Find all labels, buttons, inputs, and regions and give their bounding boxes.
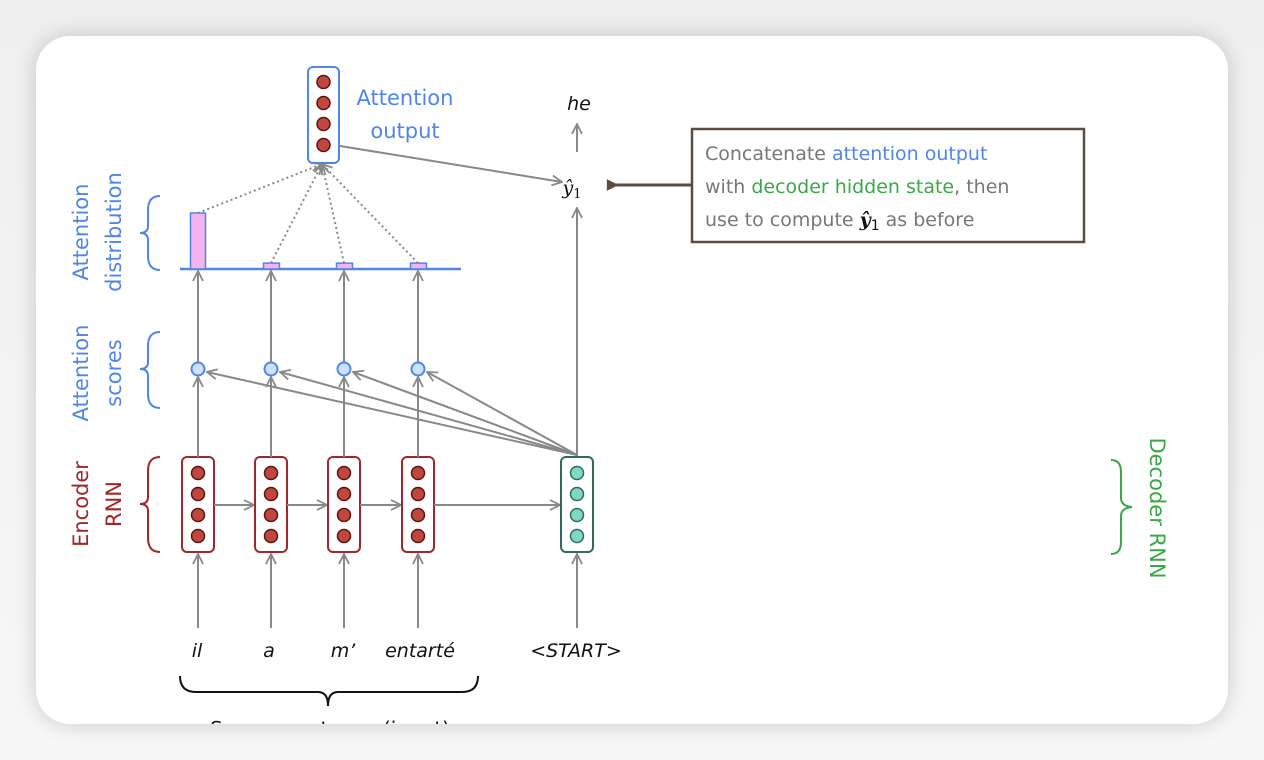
weighted-sum-dotted-line — [197, 164, 322, 214]
encoder-rnn-label-line2: RNN — [102, 481, 126, 527]
attention-distribution-label-line1: Attention — [69, 184, 93, 281]
weighted-sum-dotted-line — [322, 164, 345, 264]
attention-weight-bar — [409, 262, 428, 270]
y-hat-label: ŷ1 — [561, 177, 581, 202]
decoder-rnn-brace — [1110, 459, 1133, 555]
hidden-unit-dot — [190, 465, 206, 481]
attention-score-node — [410, 361, 426, 377]
hidden-unit-dot — [190, 486, 206, 502]
hidden-unit-dot — [263, 465, 279, 481]
attention-weight-bar — [262, 262, 281, 270]
hidden-unit-dot — [336, 507, 352, 523]
decoder-hidden-unit-dot — [569, 528, 585, 544]
decoder-to-score-arrow — [353, 372, 578, 456]
attention-distribution-brace — [139, 195, 161, 271]
source-word-a: a — [263, 640, 275, 662]
attention-score-node — [336, 361, 352, 377]
encoder-rnn-brace — [139, 456, 161, 553]
decoder-rnn-label: Decoder RNN — [1145, 437, 1169, 578]
attention-score-node — [190, 361, 206, 377]
attention-output-label-line1: Attention — [357, 86, 454, 110]
attention-weight-bar — [335, 262, 354, 270]
attention-output-box — [307, 66, 340, 164]
hidden-unit-dot — [336, 465, 352, 481]
hidden-unit-dot — [190, 507, 206, 523]
attention-scores-label-line2: scores — [102, 339, 126, 406]
callout-line-2: with decoder hidden state, then — [705, 176, 1009, 198]
callout-line-1: Concatenate attention output — [705, 143, 987, 165]
attention-output-dot — [316, 74, 331, 90]
decoder-input-start: <START> — [530, 640, 622, 662]
weighted-sum-dotted-line — [270, 164, 322, 264]
encoder-cell — [254, 456, 288, 553]
attention-scores-brace — [139, 331, 161, 409]
attention-output-dot — [316, 137, 331, 153]
hidden-unit-dot — [263, 486, 279, 502]
decoder-cell-box — [560, 456, 594, 553]
callout-line-3: use to compute ŷ1 as before — [705, 209, 974, 234]
decoder-hidden-unit-dot — [569, 486, 585, 502]
hidden-unit-dot — [410, 486, 426, 502]
encoder-cell — [327, 456, 361, 553]
decoder-to-score-arrow — [280, 372, 578, 456]
source-word-entarte: entarté — [385, 640, 455, 662]
hidden-unit-dot — [410, 528, 426, 544]
attention-distribution-label-line2: distribution — [102, 172, 126, 292]
hidden-unit-dot — [410, 465, 426, 481]
source-word-il: il — [192, 640, 203, 662]
weighted-sum-dotted-line — [322, 164, 419, 264]
callout-box — [690, 127, 1086, 244]
encoder-rnn-label-line1: Encoder — [69, 461, 93, 547]
encoder-cell — [401, 456, 435, 553]
attention-scores-label-line1: Attention — [69, 325, 93, 422]
decoder-output-word: he — [567, 93, 591, 115]
encoder-cell — [181, 456, 215, 553]
hidden-unit-dot — [263, 507, 279, 523]
hidden-unit-dot — [263, 528, 279, 544]
decoder-to-score-arrow — [427, 372, 578, 456]
source-sentence-brace — [179, 675, 479, 707]
attention-output-to-yhat-arrow — [339, 145, 562, 182]
attention-score-node — [263, 361, 279, 377]
decoder-hidden-unit-dot — [569, 465, 585, 481]
decoder-hidden-unit-dot — [569, 507, 585, 523]
decoder-to-score-arrow — [207, 372, 578, 456]
attention-output-dot — [316, 95, 331, 111]
source-word-m: m’ — [331, 640, 357, 662]
hidden-unit-dot — [336, 528, 352, 544]
hidden-unit-dot — [336, 486, 352, 502]
attention-output-dot — [316, 116, 331, 132]
attention-output-label-line2: output — [370, 119, 439, 143]
hidden-unit-dot — [410, 507, 426, 523]
source-sentence-label: Source sentence (input) — [210, 717, 450, 741]
attention-weight-bar — [189, 212, 207, 270]
hidden-unit-dot — [190, 528, 206, 544]
